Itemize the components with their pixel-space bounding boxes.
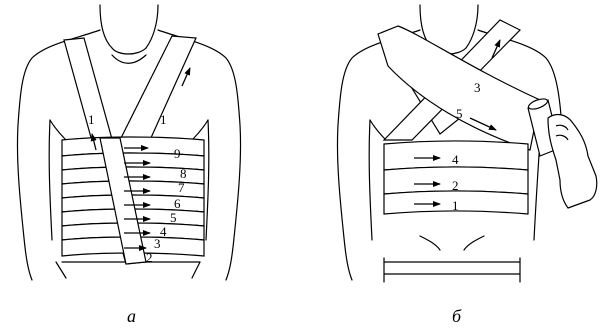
label-a-1-right: 1 [160,112,167,127]
panel-a-strap-up [120,36,196,140]
label-b-1: 1 [452,198,459,213]
label-a-1-left: 1 [88,112,95,127]
panel-a-right-inner-arm [206,120,209,240]
panel-b-abdomen [420,236,484,250]
caption-b: б [452,306,462,326]
panel-b-left-inner-arm [369,120,372,240]
panel-a-collarbones [112,55,146,63]
label-a-2: 2 [146,250,153,265]
label-b-3: 3 [474,80,481,95]
arrow-strap-up-a [182,68,190,86]
label-a-5: 5 [170,210,177,225]
panel-a-jaw [112,48,146,54]
label-b-4: 4 [452,152,459,167]
panel-a-neck [100,5,158,48]
label-a-9: 9 [174,146,181,161]
panel-a-left-armpit [50,120,66,140]
label-a-6: 6 [174,196,181,211]
label-b-5: 5 [456,106,463,121]
label-a-8: 8 [180,166,187,181]
label-a-7: 7 [178,180,185,195]
hand [548,115,597,208]
panel-b-belt [384,262,520,274]
label-b-2: 2 [452,178,459,193]
label-a-4: 4 [160,224,167,239]
panel-a-left-inner-arm [49,120,52,240]
panel-a-right-armpit [192,120,208,140]
panel-b-left-armpit [370,120,386,140]
caption-a: а [127,306,136,326]
label-a-3: 3 [154,236,161,251]
